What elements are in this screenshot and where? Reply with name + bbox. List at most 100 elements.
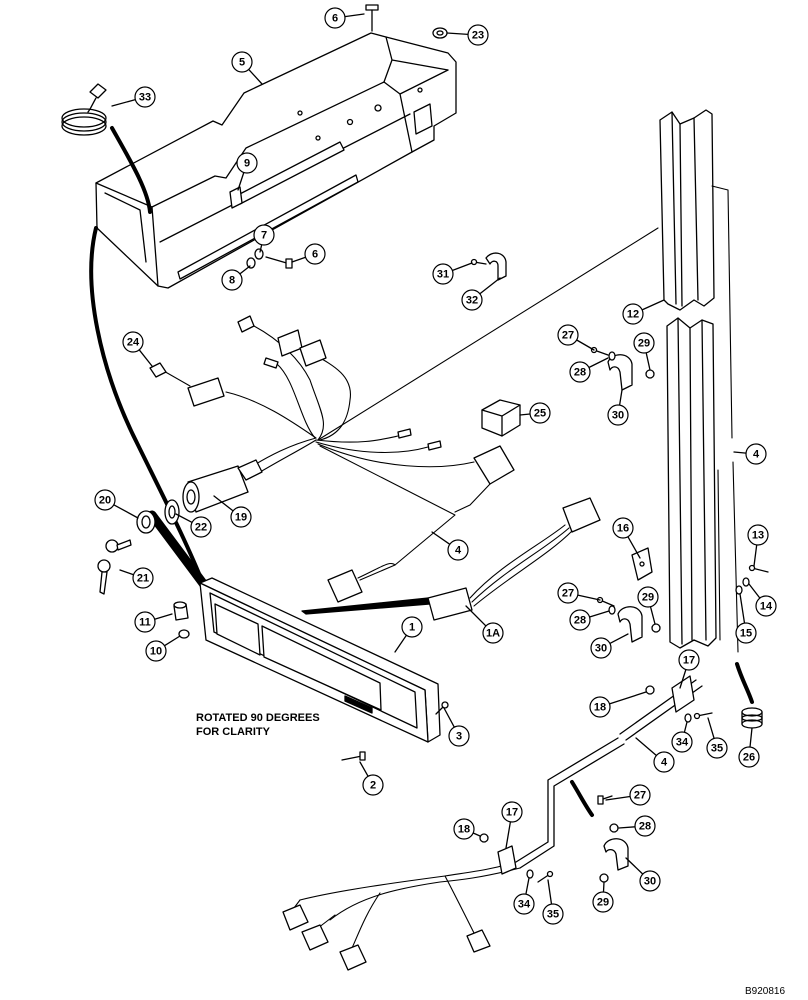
callout-21: 21	[119, 567, 154, 589]
bolt	[365, 4, 379, 32]
callout-circle	[633, 332, 655, 354]
callout-circle	[747, 524, 769, 546]
note-line-2: FOR CLARITY	[196, 726, 271, 738]
callout-label: 27	[562, 330, 574, 342]
callout-circle	[190, 516, 212, 538]
mounting-bracket	[631, 547, 653, 581]
harness-wire	[317, 227, 659, 441]
callout-circle	[482, 622, 504, 644]
clamp	[671, 675, 695, 713]
callout-leader	[175, 513, 193, 524]
grommet	[741, 707, 763, 729]
callout-12: 12	[622, 299, 665, 325]
callout-6: 6	[291, 243, 326, 265]
post-clamp-upper	[590, 346, 655, 391]
connector	[149, 362, 167, 378]
callout-28: 28	[618, 815, 656, 837]
callout-circle	[467, 24, 489, 46]
callout-34: 34	[671, 721, 693, 753]
instrument-panel-bracket	[95, 32, 457, 289]
connector	[339, 944, 367, 971]
callout-leader	[239, 265, 251, 275]
callout-circle	[236, 152, 258, 174]
callout-leader	[259, 244, 263, 253]
callout-circle	[678, 649, 700, 671]
callout-label: 27	[634, 790, 646, 802]
callout-4: 4	[733, 443, 767, 465]
cable-clamp	[470, 252, 507, 281]
callout-circle	[529, 402, 551, 424]
callout-leader	[119, 569, 135, 576]
nut	[479, 833, 489, 843]
callout-leader	[748, 583, 761, 599]
callout-circle	[253, 224, 275, 246]
callout-leader	[443, 707, 455, 728]
callout-leader	[679, 668, 687, 689]
callout-label: 32	[466, 295, 478, 307]
callout-27: 27	[557, 582, 601, 604]
main-harness-band	[147, 510, 210, 591]
callout-label: 6	[312, 249, 318, 261]
connector	[327, 569, 363, 603]
callout-label: 4	[753, 449, 760, 461]
callout-14: 14	[748, 583, 777, 617]
callout-30: 30	[607, 389, 629, 426]
callout-leader	[446, 32, 469, 36]
callout-leader	[739, 593, 746, 624]
callout-22: 22	[175, 513, 212, 538]
callout-leader	[749, 727, 753, 748]
callout-20: 20	[94, 489, 139, 519]
callout-label: 28	[639, 821, 651, 833]
callout-leader	[645, 352, 651, 371]
callout-leader	[609, 633, 629, 645]
callout-29: 29	[637, 586, 659, 625]
callout-circle	[122, 331, 144, 353]
callout-label: 34	[518, 899, 531, 911]
connector	[299, 339, 327, 367]
callout-label: 28	[574, 615, 586, 627]
callout-label: 30	[644, 876, 656, 888]
washer	[684, 713, 692, 723]
callout-leader	[608, 691, 647, 705]
screw-washer-set	[735, 564, 769, 595]
callout-circle	[132, 567, 154, 589]
callout-leader	[394, 634, 408, 653]
callout-19: 19	[213, 495, 252, 528]
callout-label: 12	[627, 309, 639, 321]
callout-circle	[134, 86, 156, 108]
callout-label: 35	[711, 743, 723, 755]
callout-26: 26	[738, 727, 760, 768]
callout-9: 9	[236, 152, 258, 191]
callout-leader	[213, 495, 234, 512]
callout-label: 4	[455, 545, 462, 557]
lower-harness	[293, 737, 625, 949]
callout-leader	[618, 826, 636, 829]
callout-4: 4	[431, 531, 469, 561]
relay-socket	[473, 445, 515, 485]
callout-circle	[735, 622, 757, 644]
callout-circle	[569, 361, 591, 383]
callout-circle	[745, 443, 767, 465]
callout-label: 17	[683, 655, 695, 667]
clamp-set-lower	[597, 795, 629, 883]
callout-circle	[755, 595, 777, 617]
callout-leader	[707, 717, 715, 740]
callout-label: 9	[244, 158, 250, 170]
callout-5: 5	[231, 51, 263, 85]
callout-circle	[607, 404, 629, 426]
connector	[277, 329, 303, 357]
callout-2: 2	[359, 761, 384, 796]
wire-coil	[61, 83, 107, 136]
callout-circle	[134, 611, 156, 633]
callout-circle	[401, 616, 423, 638]
callout-leader	[431, 531, 451, 545]
callout-leader	[635, 737, 658, 757]
callout-13: 13	[747, 524, 769, 567]
callout-35: 35	[542, 879, 564, 925]
callout-circle	[501, 801, 523, 823]
clamp	[497, 845, 517, 875]
harness-branch	[301, 597, 431, 615]
callout-leader	[519, 413, 531, 416]
callout-16: 16	[612, 517, 641, 559]
